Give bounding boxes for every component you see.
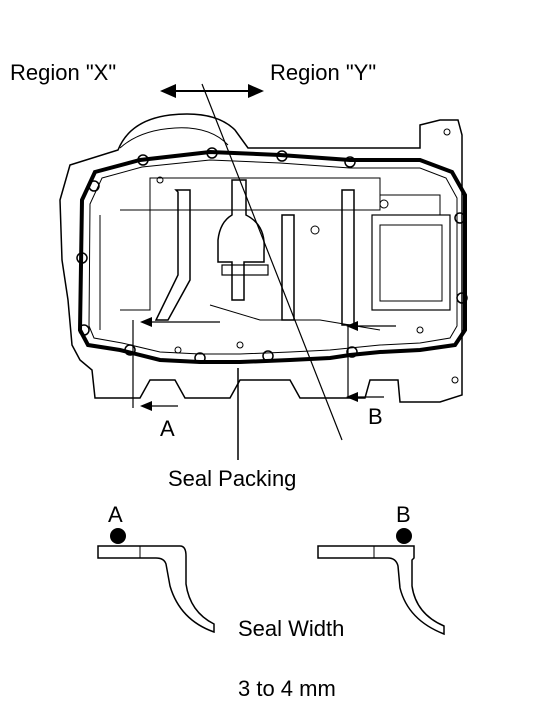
section-b-label: B xyxy=(368,404,383,429)
oil-pan-outer-casting xyxy=(59,113,463,403)
oil-pan-internal-ribs xyxy=(99,176,451,354)
seal-width-value: 3 to 4 mm xyxy=(238,676,336,701)
section-marker-b xyxy=(346,321,396,402)
region-x-label: Region "X" xyxy=(10,60,116,85)
cross-section-b xyxy=(317,528,445,636)
region-boundary-line xyxy=(201,83,343,441)
detail-a-label: A xyxy=(108,502,123,527)
seal-width-label: Seal Width xyxy=(238,616,344,641)
flange-bolt-holes xyxy=(76,147,468,364)
section-a-label: A xyxy=(160,416,175,441)
detail-b-label: B xyxy=(396,502,411,527)
region-divider-arrow xyxy=(160,84,264,98)
cross-section-a xyxy=(97,528,215,634)
section-marker-a xyxy=(132,317,220,411)
seal-packing-label: Seal Packing xyxy=(168,466,296,491)
seal-packing-bead xyxy=(77,149,467,364)
region-y-label: Region "Y" xyxy=(270,60,376,85)
